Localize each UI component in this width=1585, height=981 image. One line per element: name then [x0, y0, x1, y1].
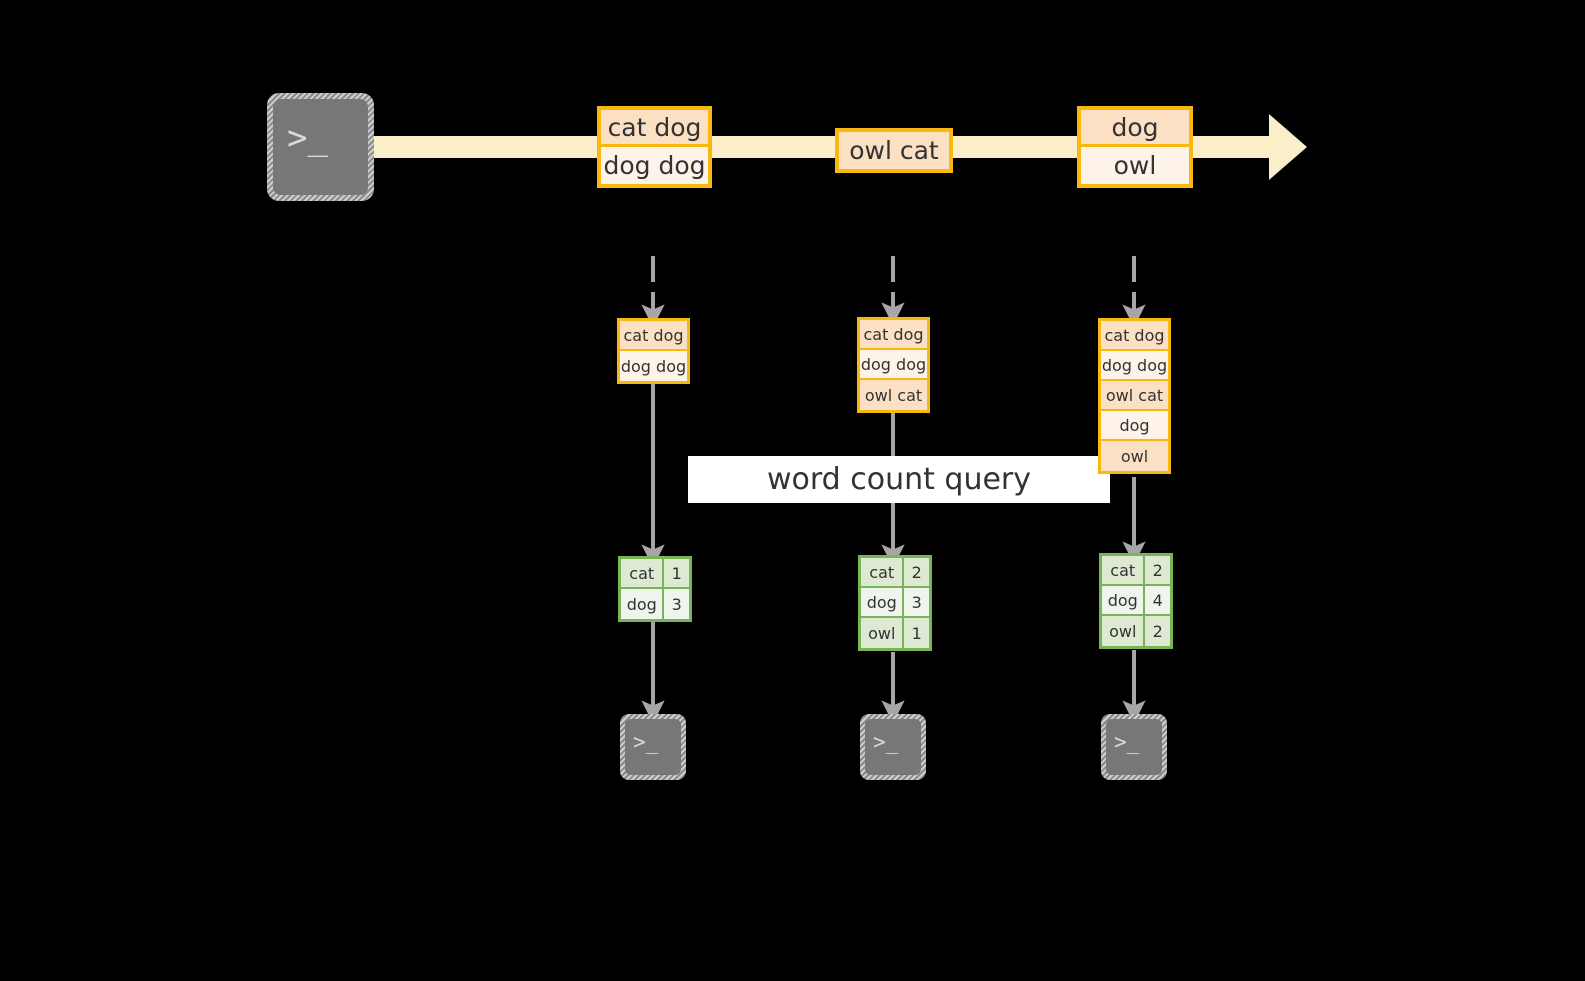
table-row: cat 1 — [621, 559, 689, 589]
terminal-screen: >_ — [865, 719, 921, 775]
input-row: owl — [1101, 441, 1168, 471]
terminal-prompt: >_ — [1114, 730, 1140, 754]
input-row: dog dog — [620, 351, 687, 381]
input-row: owl cat — [860, 380, 927, 410]
result-count: 4 — [1145, 586, 1170, 614]
result-table-batch-1: cat 1 dog 3 — [618, 556, 692, 622]
table-row: owl 1 — [861, 618, 929, 648]
result-word: cat — [621, 559, 665, 587]
terminal-screen: >_ — [1106, 719, 1162, 775]
result-table-batch-2: cat 2 dog 3 owl 1 — [858, 555, 932, 651]
table-row: owl 2 — [1102, 616, 1170, 646]
stream-line: dog — [1081, 110, 1189, 147]
stream-line: owl — [1081, 147, 1189, 184]
input-row: owl cat — [1101, 381, 1168, 411]
result-word: cat — [1102, 556, 1146, 584]
result-count: 1 — [664, 559, 689, 587]
input-row: dog — [1101, 411, 1168, 441]
source-terminal-icon: >_ — [267, 93, 374, 201]
result-count: 2 — [1145, 556, 1170, 584]
result-count: 2 — [1145, 616, 1170, 646]
input-table-batch-1: cat dog dog dog — [617, 318, 690, 384]
input-row: cat dog — [620, 321, 687, 351]
result-table-batch-3: cat 2 dog 4 owl 2 — [1099, 553, 1173, 649]
input-table-batch-3: cat dog dog dog owl cat dog owl — [1098, 318, 1171, 474]
result-count: 3 — [664, 589, 689, 619]
terminal-prompt: >_ — [287, 118, 328, 158]
terminal-prompt: >_ — [633, 730, 659, 754]
table-row: dog 3 — [861, 588, 929, 618]
table-row: dog 3 — [621, 589, 689, 619]
result-word: owl — [1102, 616, 1146, 646]
result-word: dog — [1102, 586, 1146, 614]
stream-batch-2: owl cat — [835, 128, 953, 173]
input-row: cat dog — [1101, 321, 1168, 351]
result-count: 1 — [904, 618, 929, 648]
input-table-batch-2: cat dog dog dog owl cat — [857, 317, 930, 413]
result-word: cat — [861, 558, 905, 586]
stream-line: dog dog — [601, 147, 708, 184]
table-row: cat 2 — [1102, 556, 1170, 586]
table-row: cat 2 — [861, 558, 929, 588]
stream-batch-1: cat dog dog dog — [597, 106, 712, 188]
sink-terminal-icon-batch-2: >_ — [860, 714, 926, 780]
sink-terminal-icon-batch-1: >_ — [620, 714, 686, 780]
stream-batch-3: dog owl — [1077, 106, 1193, 188]
terminal-screen: >_ — [625, 719, 681, 775]
input-row: dog dog — [860, 350, 927, 380]
result-word: owl — [861, 618, 905, 648]
stream-line: cat dog — [601, 110, 708, 147]
result-count: 2 — [904, 558, 929, 586]
result-word: dog — [861, 588, 905, 616]
table-row: dog 4 — [1102, 586, 1170, 616]
terminal-prompt: >_ — [873, 730, 899, 754]
input-row: dog dog — [1101, 351, 1168, 381]
result-count: 3 — [904, 588, 929, 616]
terminal-screen: >_ — [273, 99, 368, 195]
result-word: dog — [621, 589, 665, 619]
sink-terminal-icon-batch-3: >_ — [1101, 714, 1167, 780]
query-label: word count query — [688, 456, 1110, 503]
stream-line: owl cat — [839, 132, 949, 169]
input-row: cat dog — [860, 320, 927, 350]
